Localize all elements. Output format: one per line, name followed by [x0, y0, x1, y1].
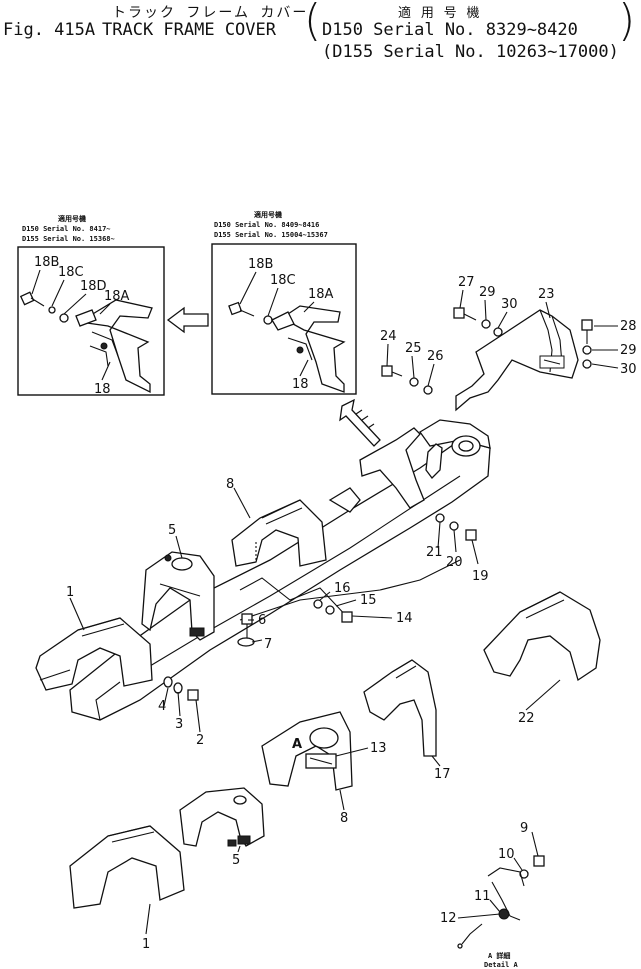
inset-right: 適用号機 D150 Serial No. 8409~8416 D155 Seri…	[211, 210, 357, 395]
hardware-2-3-4	[163, 676, 199, 701]
inset-left-label-18b: 18B	[34, 255, 59, 270]
callout-9: 9	[520, 821, 528, 836]
callout-3: 3	[175, 717, 183, 732]
callout-5b: 5	[232, 853, 240, 868]
leader-lines	[69, 487, 561, 935]
track-frame	[69, 419, 491, 721]
inset-left-serial-a: D150 Serial No. 8417~	[22, 225, 111, 233]
inset-left-cover	[78, 299, 153, 394]
callout-30: 30	[501, 297, 518, 312]
callout-1b: 1	[142, 937, 150, 952]
callout-14: 14	[396, 611, 413, 626]
detail-a-hardware	[457, 855, 545, 949]
inset-left-frame	[17, 246, 165, 396]
bolt-6	[237, 613, 255, 647]
figure-number: Fig. 415A	[3, 20, 96, 40]
frame-body	[69, 439, 491, 721]
callout-17: 17	[434, 767, 451, 782]
callout-23: 23	[538, 287, 555, 302]
detail-kana-caption: A 詳細	[488, 951, 510, 960]
inset-right-bolt	[228, 301, 273, 325]
callout-27: 27	[458, 275, 475, 290]
bracket-5-lower	[179, 787, 265, 847]
guard-cover-23	[455, 309, 579, 412]
callout-24: 24	[380, 329, 397, 344]
callout-5: 5	[168, 523, 176, 538]
callout-16: 16	[334, 581, 351, 596]
inset-left-bolt	[19, 291, 69, 323]
detail-marker-a: A	[292, 737, 302, 752]
callout-7: 7	[264, 637, 272, 652]
inset-left-label-18a: 18A	[104, 289, 130, 304]
callout-12: 12	[440, 911, 457, 926]
bracket-right: )	[618, 0, 636, 46]
inset-right-cover	[280, 305, 346, 393]
inset-right-applic-title: 適用号機	[254, 210, 282, 219]
callout-2: 2	[196, 733, 204, 748]
inset-left-label-18c: 18C	[58, 265, 84, 280]
serial-range-d155: (D155 Serial No. 10263~17000)	[322, 42, 619, 62]
callout-8: 8	[226, 477, 234, 492]
callout-30b: 30	[620, 362, 637, 377]
inset-right-label-18: 18	[292, 377, 309, 392]
bolt-27	[453, 307, 477, 321]
inset-right-serial-a: D150 Serial No. 8409~8416	[214, 221, 319, 229]
bracket-left: (	[304, 0, 322, 46]
cover-8-lower: A	[261, 711, 353, 791]
inset-right-label-18a: 18A	[308, 287, 334, 302]
callout-21: 21	[426, 545, 443, 560]
callout-4: 4	[158, 699, 166, 714]
bolt-24	[381, 365, 403, 377]
cover-23-group: 27 29 30 23 24 25 26 28 29 30	[380, 275, 637, 412]
callout-8b: 8	[340, 811, 348, 826]
callout-6: 6	[258, 613, 266, 628]
bolt-14	[313, 599, 353, 623]
inset-right-label-18b: 18B	[248, 257, 273, 272]
cover-22	[483, 591, 601, 682]
bracket-5-upper	[141, 551, 215, 641]
detail-caption: Detail A	[484, 961, 519, 969]
callout-29: 29	[479, 285, 496, 300]
callout-22: 22	[518, 711, 535, 726]
inset-left-label-18d: 18D	[80, 279, 107, 294]
callout-29b: 29	[620, 343, 637, 358]
serial-range-d150: D150 Serial No. 8329~8420	[322, 20, 578, 40]
callout-15: 15	[360, 593, 377, 608]
inset-right-frame	[211, 243, 357, 395]
callout-13: 13	[370, 741, 387, 756]
callout-28: 28	[620, 319, 637, 334]
callout-10: 10	[498, 847, 515, 862]
bolt-19	[435, 513, 477, 541]
bolt-28	[581, 319, 593, 344]
callout-25: 25	[405, 341, 422, 356]
frame-cover-18	[359, 427, 425, 509]
kana-applicability: 適 用 号 機	[398, 6, 481, 21]
kana-title: トラック フレーム カバー	[112, 5, 309, 21]
callout-20: 20	[446, 555, 463, 570]
inset-left-serial-b: D155 Serial No. 15368~	[22, 235, 115, 243]
hatched-arrow-icon	[339, 398, 381, 447]
inset-right-serial-b: D155 Serial No. 15004~15367	[214, 231, 328, 239]
arrow-left-icon	[166, 306, 209, 334]
figure-title: TRACK FRAME COVER	[102, 20, 276, 40]
inset-right-label-18c: 18C	[270, 273, 296, 288]
inset-left-applic-title: 適用号機	[58, 214, 86, 223]
callout-1: 1	[66, 585, 74, 600]
inset-left-label-18: 18	[94, 382, 111, 397]
callout-19: 19	[472, 569, 489, 584]
callout-11: 11	[474, 889, 491, 904]
inset-left: 適用号機 D150 Serial No. 8417~ D155 Serial N…	[17, 214, 165, 397]
callout-26: 26	[427, 349, 444, 364]
